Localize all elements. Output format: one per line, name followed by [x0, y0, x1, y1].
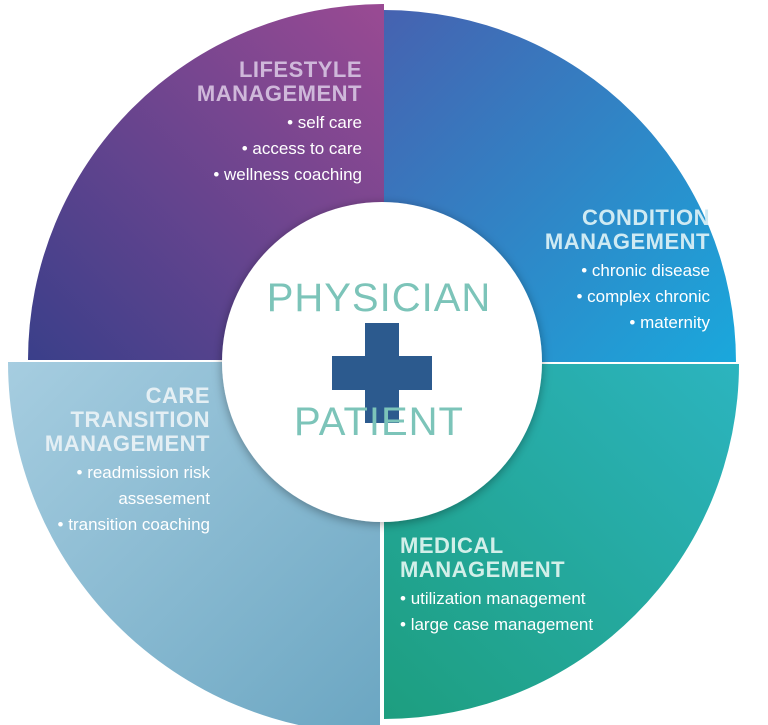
list-item: utilization management [400, 586, 660, 612]
list-item: readmission risk assesement [10, 460, 210, 512]
bullet-list: self care access to care wellness coachi… [197, 110, 362, 188]
segment-medical-management: MEDICAL MANAGEMENT utilization managemen… [400, 534, 660, 638]
list-item: self care [197, 110, 362, 136]
segment-title: LIFESTYLE MANAGEMENT [197, 58, 362, 106]
segment-title: CARE TRANSITION MANAGEMENT [10, 384, 210, 456]
title-line: MEDICAL [400, 533, 504, 558]
list-item: complex chronic [545, 284, 710, 310]
segment-condition-management: CONDITION MANAGEMENT chronic disease com… [545, 206, 710, 336]
title-line: MANAGEMENT [544, 229, 710, 254]
segment-care-transition-management: CARE TRANSITION MANAGEMENT readmission r… [10, 384, 210, 538]
title-line: CONDITION [582, 205, 710, 230]
list-item: wellness coaching [197, 162, 362, 188]
plus-icon [332, 323, 432, 423]
list-item: transition coaching [10, 512, 210, 538]
bullet-list: chronic disease complex chronic maternit… [545, 258, 710, 336]
segment-title: CONDITION MANAGEMENT [545, 206, 710, 254]
title-line: LIFESTYLE [238, 57, 362, 82]
list-item: large case management [400, 612, 660, 638]
title-line: MANAGEMENT [400, 557, 566, 582]
list-item: maternity [545, 310, 710, 336]
title-line: TRANSITION [70, 407, 210, 432]
title-line: MANAGEMENT [196, 81, 362, 106]
title-line: MANAGEMENT [44, 431, 210, 456]
bullet-list: utilization management large case manage… [400, 586, 660, 638]
center-physician-text: PHYSICIAN [266, 276, 492, 320]
list-item: chronic disease [545, 258, 710, 284]
center-patient-text: PATIENT [294, 400, 464, 444]
title-line: CARE [145, 383, 210, 408]
list-item: access to care [197, 136, 362, 162]
segment-lifestyle-management: LIFESTYLE MANAGEMENT self care access to… [197, 58, 362, 188]
bullet-list: readmission risk assesement transition c… [10, 460, 210, 538]
segment-title: MEDICAL MANAGEMENT [400, 534, 660, 582]
